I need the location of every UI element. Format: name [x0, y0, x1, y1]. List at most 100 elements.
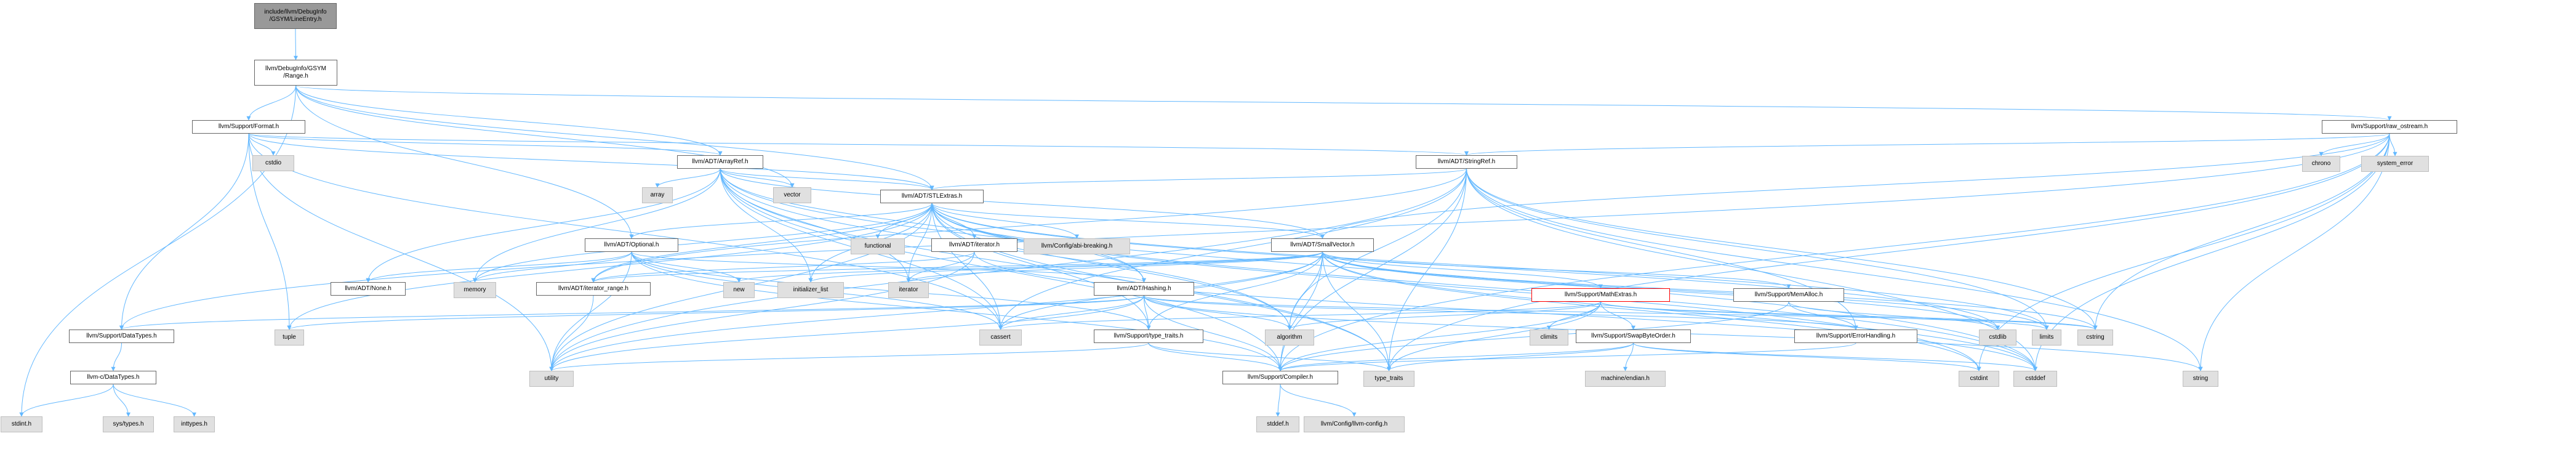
- node-new: new: [723, 282, 755, 298]
- edge-n11-n29: [931, 203, 1151, 330]
- edge-n3-n42: [1976, 133, 2390, 371]
- edge-n17-n30: [1287, 301, 1601, 330]
- edge-n17-n36: [1600, 301, 2098, 330]
- node-machine-endian-h: machine/endian.h: [1585, 371, 1666, 387]
- node-string: string: [2183, 371, 2218, 387]
- edge-n1-n14: [295, 85, 634, 239]
- edge-n1-n2: [246, 85, 296, 121]
- edge-n37-n46: [113, 384, 130, 417]
- node-limits: limits: [2032, 330, 2061, 346]
- node-llvm-support-datatypes-h[interactable]: llvm/Support/DataTypes.h: [69, 330, 174, 343]
- edge-n17-n28: [998, 301, 1601, 330]
- edge-n2-n26: [119, 133, 249, 330]
- edge-n39-n48: [1275, 384, 1281, 417]
- node-llvm-support-format-h[interactable]: llvm/Support/Format.h: [192, 120, 305, 134]
- edge-n1-n5: [295, 85, 723, 156]
- edge-n2-n11: [248, 133, 934, 190]
- node-memory: memory: [454, 282, 496, 298]
- node-llvm-support-compiler-h[interactable]: llvm/Support/Compiler.h: [1222, 371, 1338, 384]
- edge-n1-n10: [295, 85, 795, 188]
- edge-n14-n22: [631, 251, 741, 283]
- edge-n3-n6: [1464, 133, 2390, 156]
- node-llvm-adt-optional-h[interactable]: llvm/ADT/Optional.h: [585, 238, 678, 252]
- edge-n25-n38: [549, 295, 1144, 371]
- edge-n3-n44: [2198, 133, 2390, 371]
- edge-n29-n39: [1148, 342, 1283, 371]
- node-cstddef: cstddef: [2013, 371, 2057, 387]
- edge-n1-n3: [295, 85, 2391, 121]
- edge-n5-n20: [473, 168, 721, 283]
- edge-n6-n30: [1287, 168, 1467, 330]
- edge-n17-n31: [1547, 301, 1601, 330]
- edge-n16-n30: [1287, 251, 1323, 330]
- edge-n3-n7: [2319, 133, 2390, 156]
- edge-n16-n40: [1322, 251, 1391, 371]
- edge-n32-n42: [1633, 342, 1981, 371]
- node-stddef-h: stddef.h: [1256, 416, 1299, 432]
- edge-n3-n26: [119, 133, 2390, 330]
- node-tuple: tuple: [275, 330, 304, 346]
- node-llvm-c-datatypes-h[interactable]: llvm-c/DataTypes.h: [70, 371, 156, 384]
- node-utility: utility: [529, 371, 574, 387]
- edge-n3-n8: [2389, 133, 2397, 156]
- edge-n16-n43: [1322, 251, 2037, 371]
- edge-n14-n38: [549, 251, 632, 371]
- node-llvm-support-raw-ostream-h[interactable]: llvm/Support/raw_ostream.h: [2322, 120, 2457, 134]
- edge-n1-n11: [295, 85, 934, 190]
- edge-n3-n39: [1278, 133, 2390, 371]
- edge-n11-n24: [906, 203, 933, 283]
- edge-n16-n22: [737, 251, 1323, 283]
- edge-n16-n38: [549, 251, 1323, 371]
- node-cstring: cstring: [2077, 330, 2113, 346]
- node-llvm-adt-none-h[interactable]: llvm/ADT/None.h: [331, 282, 406, 296]
- node-functional: functional: [851, 238, 905, 254]
- edge-n29-n40: [1148, 342, 1391, 371]
- edge-n32-n41: [1623, 342, 1634, 371]
- node-llvm-adt-smallvector-h[interactable]: llvm/ADT/SmallVector.h: [1271, 238, 1374, 252]
- edge-n6-n38: [549, 168, 1467, 371]
- node-inttypes-h: inttypes.h: [174, 416, 215, 432]
- edge-n18-n34: [1788, 301, 2000, 330]
- edge-n11-n27: [287, 203, 933, 330]
- node-llvm-adt-stlextras-h[interactable]: llvm/ADT/STLExtras.h: [880, 190, 984, 203]
- edge-n11-n30: [931, 203, 1292, 330]
- node-llvm-adt-hashing-h[interactable]: llvm/ADT/Hashing.h: [1094, 282, 1194, 296]
- node-llvm-support-memalloc-h[interactable]: llvm/Support/MemAlloc.h: [1733, 288, 1844, 302]
- node-vector: vector: [773, 187, 811, 203]
- edge-n16-n23: [808, 251, 1323, 283]
- edge-n15-n43: [974, 251, 2037, 371]
- node-llvm-adt-iterator-range-h[interactable]: llvm/ADT/iterator_range.h: [536, 282, 651, 296]
- edge-n17-n40: [1387, 301, 1601, 371]
- edge-n15-n24: [906, 251, 975, 283]
- edge-n5-n25: [720, 168, 1146, 283]
- edge-n25-n39: [1144, 295, 1283, 371]
- edge-n11-n16: [931, 203, 1325, 239]
- node-llvm-config-abi-breaking-h: llvm/Config/abi-breaking.h: [1024, 238, 1130, 254]
- edge-n6-n11: [929, 168, 1467, 190]
- edge-n2-n6: [248, 133, 1469, 156]
- edge-n6-n28: [998, 168, 1467, 330]
- edge-n6-n44: [1466, 168, 2203, 371]
- node-llvm-adt-stringref-h[interactable]: llvm/ADT/StringRef.h: [1416, 155, 1517, 169]
- node-llvm-support-mathextras-h[interactable]: llvm/Support/MathExtras.h: [1531, 288, 1670, 302]
- node-llvm-adt-iterator-h[interactable]: llvm/ADT/iterator.h: [931, 238, 1017, 252]
- edge-n11-n42: [931, 203, 1981, 371]
- edge-n2-n4: [248, 133, 276, 156]
- node-system-error: system_error: [2361, 156, 2429, 172]
- edge-n6-n33: [1466, 168, 1858, 330]
- edge-n5-n9: [655, 168, 721, 188]
- edge-n21-n38: [549, 295, 594, 371]
- edge-n25-n27: [287, 295, 1144, 330]
- node-llvm-support-errorhandling-h[interactable]: llvm/Support/ErrorHandling.h: [1794, 330, 1917, 343]
- edge-n25-n33: [1144, 295, 1858, 330]
- edge-n5-n23: [720, 168, 813, 283]
- node-llvm-adt-arrayref-h[interactable]: llvm/ADT/ArrayRef.h: [677, 155, 763, 169]
- edge-n14-n20: [473, 251, 632, 283]
- node-llvm-debuginfo-gsym-range-h[interactable]: llvm/DebugInfo/GSYM /Range.h: [254, 60, 337, 86]
- edge-n16-n18: [1322, 251, 1791, 289]
- node-llvm-support-type-traits-h[interactable]: llvm/Support/type_traits.h: [1094, 330, 1203, 343]
- edge-n3-n40: [1387, 133, 2390, 371]
- node-llvm-support-swapbyteorder-h[interactable]: llvm/Support/SwapByteOrder.h: [1576, 330, 1691, 343]
